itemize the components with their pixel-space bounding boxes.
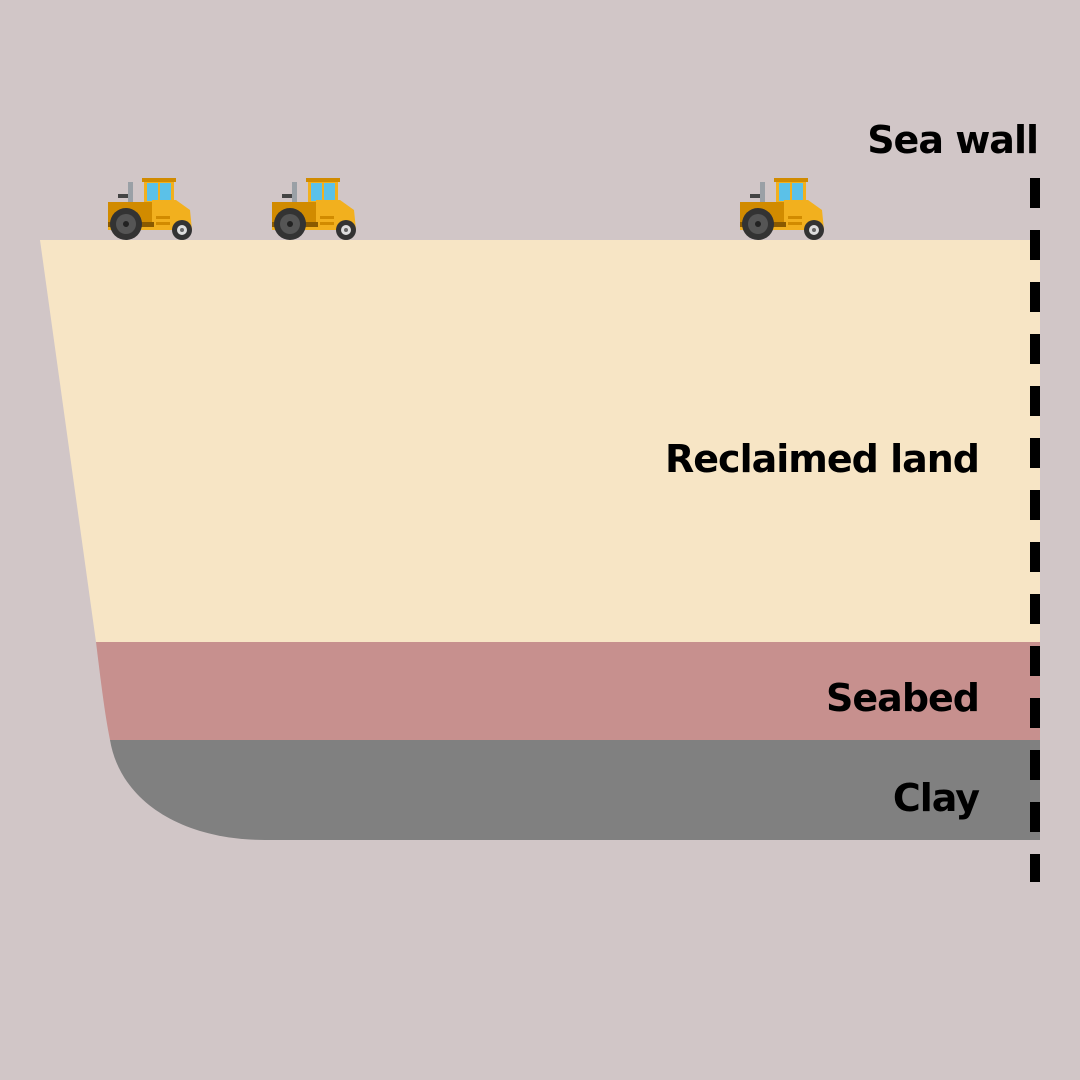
seabed-layer — [96, 642, 1040, 740]
road-roller-icon — [740, 178, 824, 240]
seabed-label: Seabed — [826, 676, 980, 720]
sea-wall-label: Sea wall — [867, 118, 1039, 162]
road-roller-icon — [272, 178, 356, 240]
clay-label: Clay — [892, 776, 980, 820]
reclaimed-land-label: Reclaimed land — [665, 437, 980, 481]
road-roller-icon — [108, 178, 192, 240]
reclaimed-land-layer — [40, 240, 1040, 642]
clay-layer — [110, 740, 1040, 840]
